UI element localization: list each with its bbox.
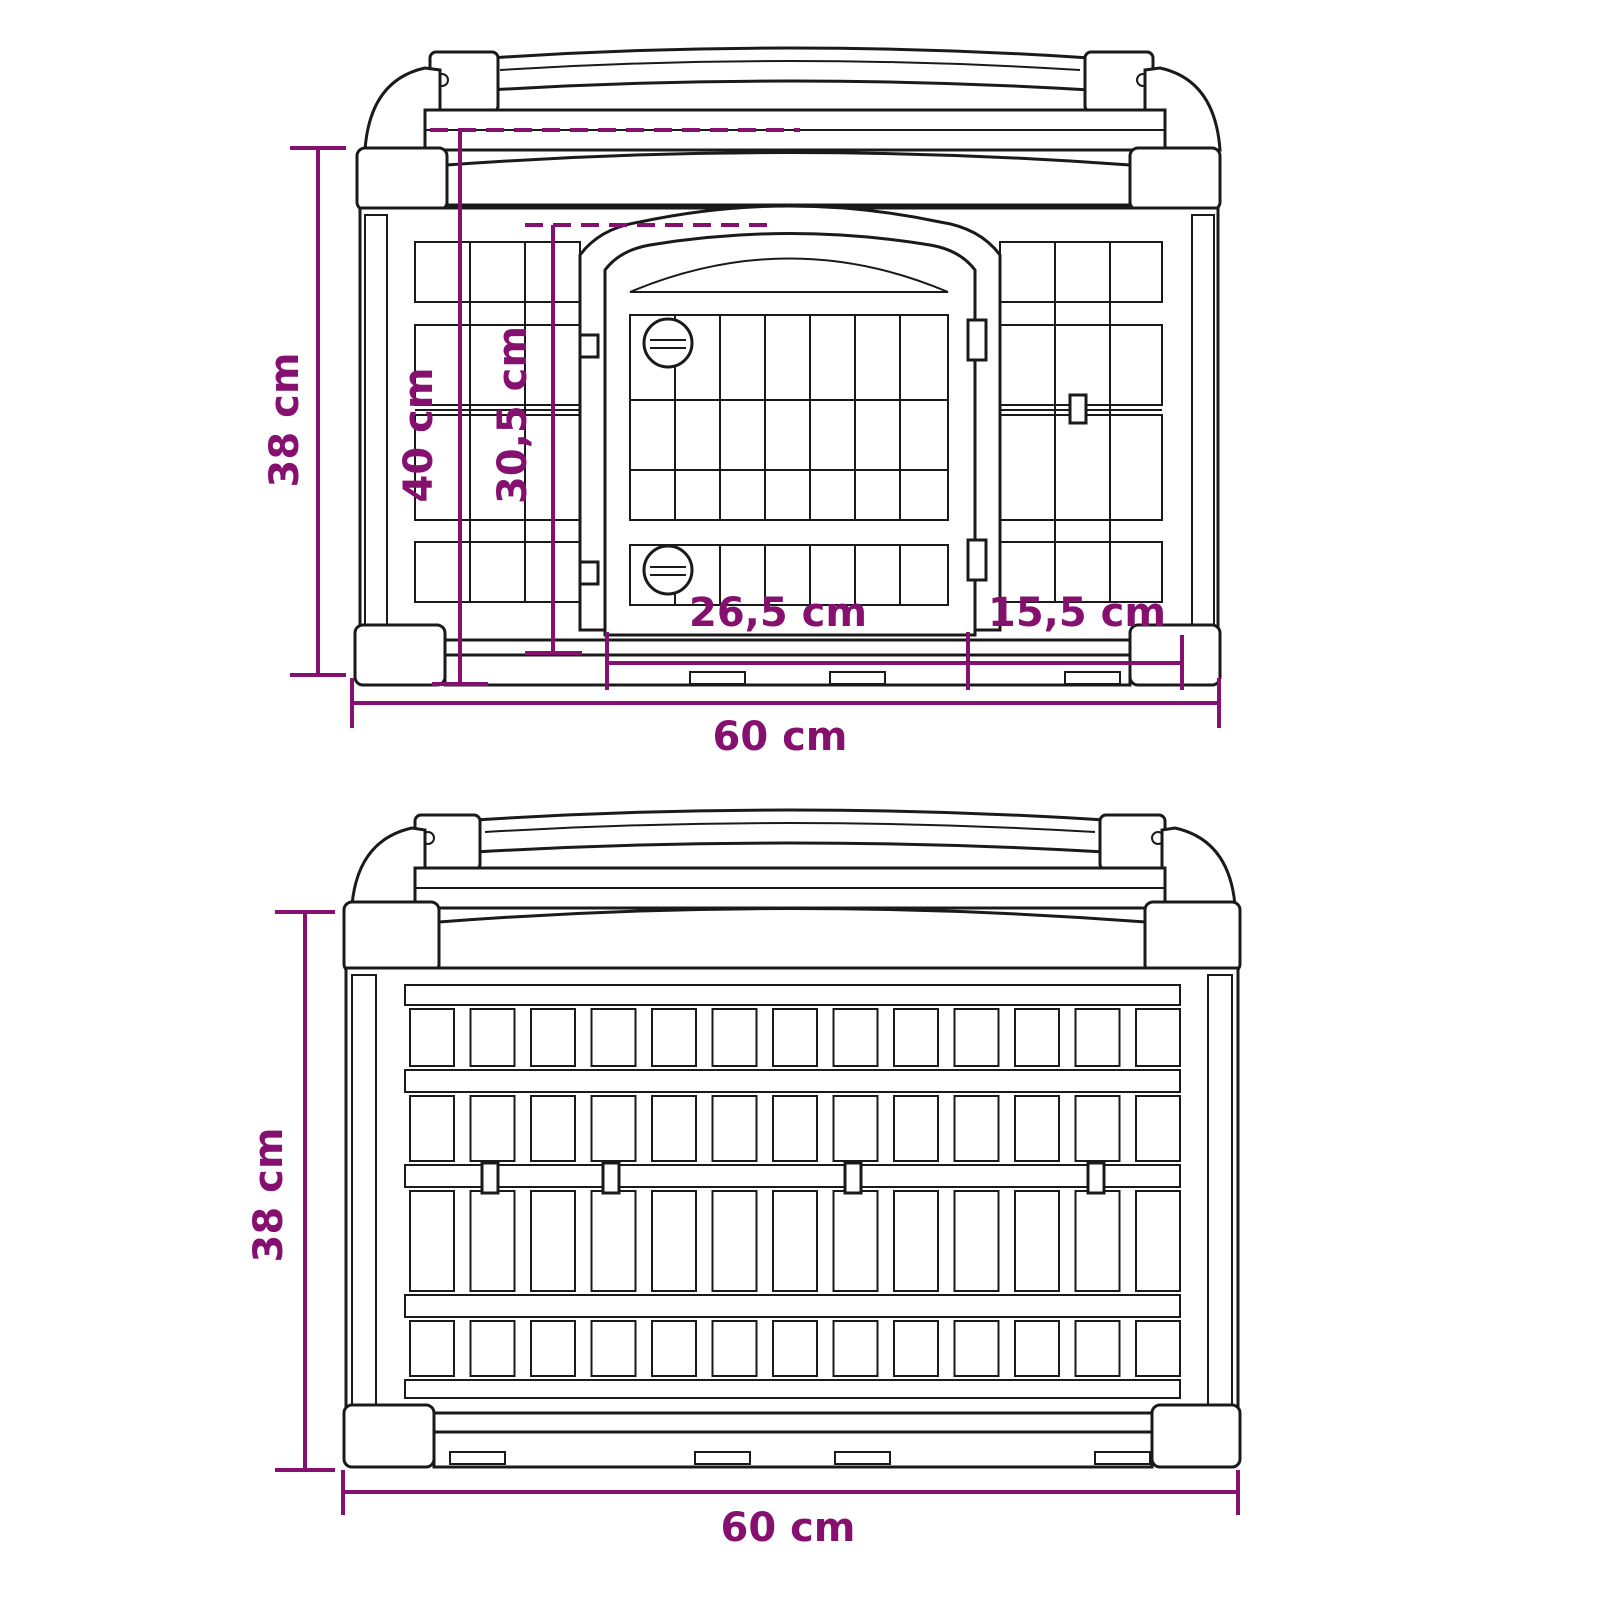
back-view-dimensions [275,910,1240,1515]
door [603,232,977,637]
back-width-label: 60 cm [721,1505,856,1551]
grid-cell [409,1095,455,1162]
grid-cell [893,1008,939,1067]
grid-cell [772,1008,818,1067]
grid-cell [469,1320,516,1377]
grid-cell [893,1095,939,1162]
grid-cell [772,1320,818,1377]
grid-cell [409,1320,455,1377]
grid-cell [953,1320,1000,1377]
grid-cell [1014,1190,1060,1292]
grid-cell [530,1008,576,1067]
grid-cell [1014,1320,1060,1377]
grid-cell [651,1008,697,1067]
front-view-dimensions [290,128,1221,728]
grid-cell [1014,1008,1060,1067]
grid-cell [409,1008,455,1067]
grid-cell [893,1190,939,1292]
grid-cell [651,1320,697,1377]
grid-cell [530,1095,576,1162]
back-view-crate [342,808,1242,1469]
grid-cell [832,1095,879,1162]
grid-cell [409,1190,455,1292]
latch-knob [642,317,694,369]
door-width-label: 26,5 cm [689,590,867,636]
dimension-labels: 38 cm 40 cm 30,5 cm 26,5 cm 15,5 cm 60 c… [246,326,1166,1551]
grid-cell [1135,1320,1181,1377]
handle [488,46,1092,92]
door-height-label: 30,5 cm [490,326,536,504]
grid-cell [651,1190,697,1292]
grid-cell [651,1095,697,1162]
back-view-bars [409,1008,1181,1377]
front-height-total-label: 40 cm [396,368,442,503]
grid-cell [832,1008,879,1067]
grid-cell [1135,1095,1181,1162]
front-view-crate [353,46,1222,687]
back-height-label: 38 cm [246,1128,292,1263]
grid-cell [953,1095,1000,1162]
grid-cell [953,1008,1000,1067]
grid-cell [1135,1008,1181,1067]
grid-cell [530,1190,576,1292]
grid-cell [590,1095,637,1162]
grid-cell [1074,1095,1121,1162]
grid-cell [469,1008,516,1067]
grid-cell [953,1190,1000,1292]
front-height-outer-label: 38 cm [262,353,308,488]
grid-cell [590,1008,637,1067]
grid-cell [590,1320,637,1377]
grid-cell [711,1190,758,1292]
grid-cell [1135,1190,1181,1292]
side-width-label: 15,5 cm [988,590,1166,636]
grid-cell [772,1190,818,1292]
grid-cell [469,1095,516,1162]
latch-knob [642,544,694,596]
handle [473,808,1107,854]
grid-cell [1014,1095,1060,1162]
grid-cell [1074,1320,1121,1377]
grid-cell [530,1320,576,1377]
grid-cell [711,1320,758,1377]
grid-cell [893,1320,939,1377]
grid-cell [832,1320,879,1377]
grid-cell [711,1008,758,1067]
grid-cell [711,1095,758,1162]
grid-cell [772,1095,818,1162]
front-width-label: 60 cm [713,714,848,760]
grid-cell [1074,1008,1121,1067]
